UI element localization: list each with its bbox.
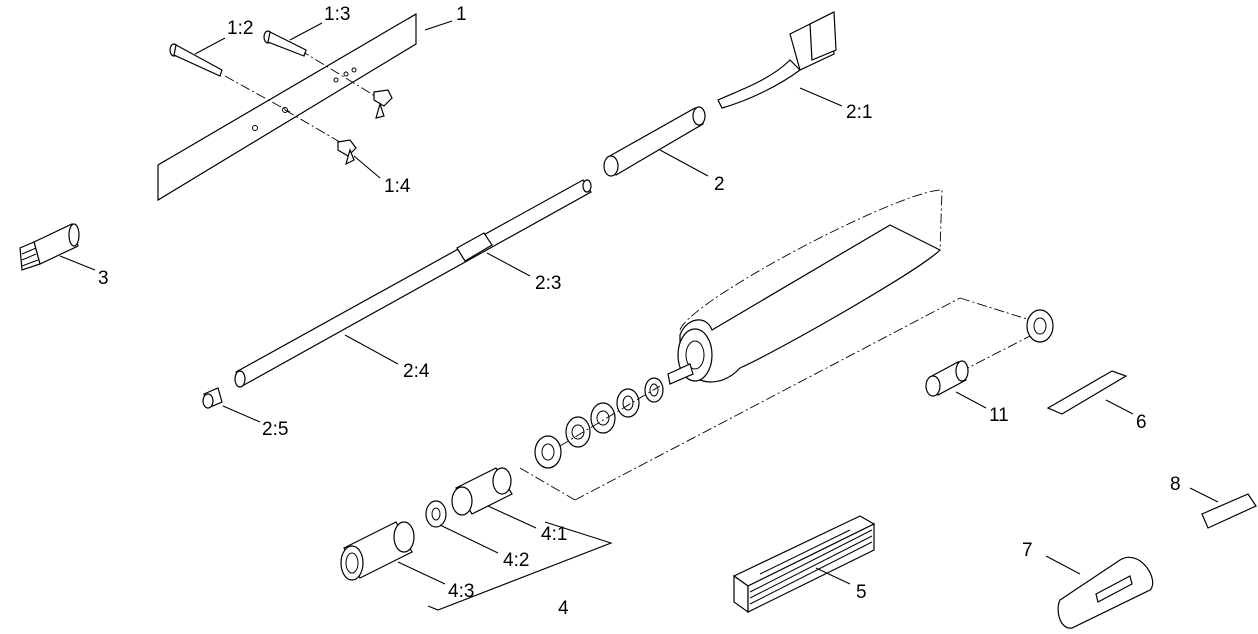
seal-stack — [534, 377, 664, 469]
part-2-5-cap — [202, 387, 223, 409]
part-8-clip — [1201, 493, 1257, 529]
leader-lines — [59, 20, 1219, 585]
callout-2: 2 — [714, 174, 725, 195]
callout-4-3: 4:3 — [448, 581, 474, 602]
part-2-3-sleeve — [456, 232, 493, 262]
callout-6: 6 — [1136, 412, 1147, 433]
callout-4-2: 4:2 — [503, 550, 529, 571]
part-2-tube — [603, 106, 706, 177]
callout-1: 1 — [456, 4, 467, 25]
part-11-fitting — [925, 360, 969, 397]
callout-8: 8 — [1170, 474, 1181, 495]
part-7-bracket — [1057, 556, 1154, 629]
callout-7: 7 — [1022, 540, 1033, 561]
callout-labels: 1 1:2 1:3 1:4 2:1 2 3 2:3 2:4 2:5 11 6 8… — [98, 4, 1181, 619]
part-5-decal-stack — [732, 515, 876, 614]
part-6-strip — [1046, 370, 1128, 415]
callout-5: 5 — [856, 582, 867, 603]
part-1-mounting-bar — [157, 12, 417, 202]
callout-1-3: 1:3 — [324, 4, 350, 25]
washer-upper — [1026, 309, 1054, 343]
part-3-fitting — [19, 223, 80, 271]
part-4-1-sleeve — [451, 467, 513, 516]
callout-1-4: 1:4 — [384, 176, 411, 197]
callout-2-5: 2:5 — [262, 419, 288, 440]
part-1-4-wing-nut — [337, 139, 357, 166]
callout-2-3: 2:3 — [535, 273, 561, 294]
callout-4: 4 — [558, 598, 569, 619]
callout-2-1: 2:1 — [846, 102, 872, 123]
callout-2-4: 2:4 — [403, 361, 430, 382]
part-4-group-bracket — [427, 521, 613, 611]
part-1-3-bolt — [263, 30, 307, 57]
callout-11: 11 — [989, 405, 1009, 426]
callout-1-2: 1:2 — [227, 18, 253, 39]
grease-gun-body — [519, 189, 1031, 501]
part-1-2-bolt — [169, 43, 223, 77]
callout-3: 3 — [98, 268, 109, 289]
part-1-4-wing-nut-upper — [373, 89, 393, 119]
part-4-2-washer — [425, 500, 447, 528]
callout-4-1: 4:1 — [541, 524, 567, 545]
part-2-1-brush — [717, 11, 837, 109]
part-4-3-sleeve — [340, 521, 415, 581]
